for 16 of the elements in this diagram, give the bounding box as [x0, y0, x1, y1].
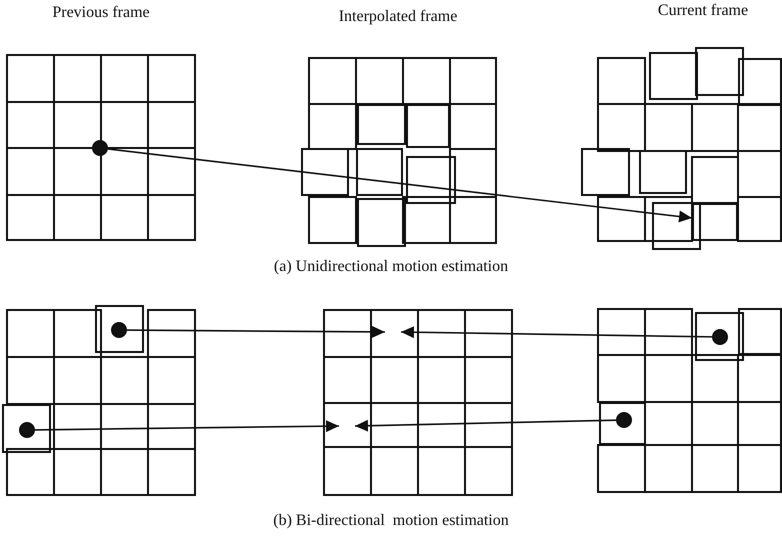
frame-label: Previous frame [52, 4, 150, 22]
motion-point-dot [712, 329, 728, 345]
motion-point-dot [111, 322, 127, 338]
motion-point-dot [616, 412, 632, 428]
motion-vector-arrow [108, 148, 692, 222]
motion-vector-arrow [400, 326, 712, 338]
motion-point-dot [19, 422, 35, 438]
figure-caption: (a) Unidirectional motion estimation [274, 258, 508, 276]
frame-label: Current frame [658, 2, 748, 20]
figure-caption: (b) Bi-directional motion estimation [273, 512, 509, 530]
motion-vector-arrow [35, 420, 339, 432]
frame-label: Interpolated frame [338, 8, 458, 26]
matched-block [692, 203, 738, 241]
motion-point-dot [92, 140, 108, 156]
motion-vector-arrow [354, 419, 616, 432]
motion-vector-arrow [127, 326, 385, 338]
